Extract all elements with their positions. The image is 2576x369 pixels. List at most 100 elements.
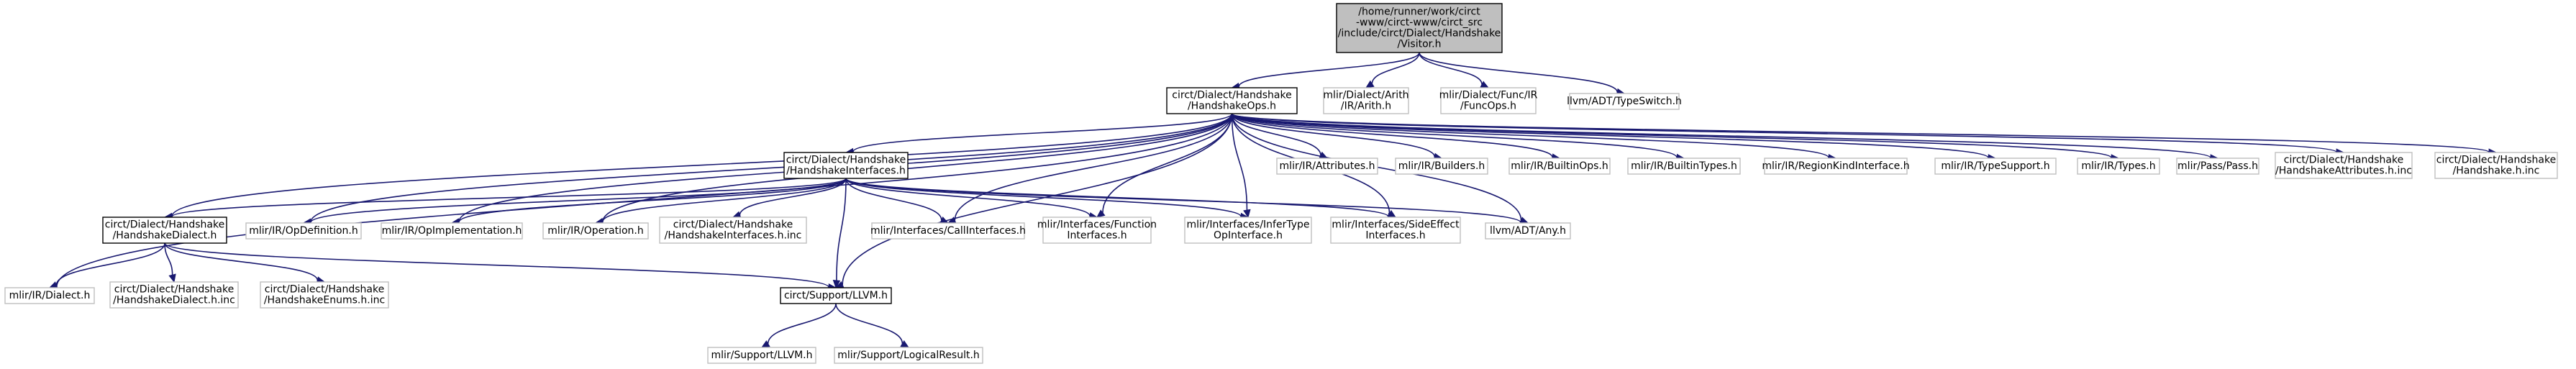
edges-layer bbox=[48, 52, 2498, 348]
node-label-irdialect-line-0: mlir/IR/Dialect.h bbox=[9, 290, 91, 301]
node-mlirllvm: mlir/Support/LLVM.h bbox=[707, 347, 816, 364]
edge-visitor-to-ops bbox=[1238, 52, 1420, 87]
node-box-builtinops bbox=[1508, 158, 1611, 175]
node-label-visitor-line-1: -www/circt-www/circt_src bbox=[1356, 17, 1483, 29]
edge-llvmh-to-mlirllvm bbox=[767, 303, 837, 345]
node-irdialect: mlir/IR/Dialect.h bbox=[4, 287, 95, 304]
node-box-visitor bbox=[1336, 3, 1503, 53]
edge-ifaces-to-funcif bbox=[845, 178, 1091, 217]
node-box-logical bbox=[834, 347, 983, 364]
edge-dialect-to-enumsinc bbox=[164, 242, 319, 281]
node-ops[interactable]: circt/Dialect/Handshake/HandshakeOps.h bbox=[1166, 87, 1298, 114]
node-label-dialect-line-1: /HandshakeDialect.h bbox=[113, 230, 217, 242]
node-label-opimpl-line-0: mlir/IR/OpImplementation.h bbox=[382, 225, 522, 237]
node-builders: mlir/IR/Builders.h bbox=[1395, 158, 1488, 175]
node-label-operation-line-0: mlir/IR/Operation.h bbox=[547, 225, 643, 237]
edge-ops-to-opdef bbox=[310, 113, 1233, 222]
edge-visitor-to-funcops bbox=[1419, 52, 1483, 85]
node-label-infertype-line-1: OpInterface.h bbox=[1214, 230, 1283, 242]
node-label-dialectinc-line-0: circt/Dialect/Handshake bbox=[114, 284, 234, 296]
node-label-arith-line-1: /IR/Arith.h bbox=[1341, 101, 1391, 112]
node-box-operation bbox=[542, 222, 649, 240]
edge-ops-to-typesupport bbox=[1231, 113, 1989, 159]
node-opimpl: mlir/IR/OpImplementation.h bbox=[381, 222, 523, 240]
node-box-dialectinc bbox=[109, 281, 239, 309]
node-label-opdef-line-0: mlir/IR/OpDefinition.h bbox=[249, 225, 358, 237]
node-label-visitor-line-3: /Visitor.h bbox=[1398, 39, 1442, 50]
edge-ops-to-builtinops bbox=[1231, 113, 1553, 158]
edge-ifaces-to-opimpl bbox=[458, 178, 847, 223]
node-label-visitor-line-2: /include/circt/Dialect/Handshake bbox=[1338, 28, 1501, 40]
node-builtintypes: mlir/IR/BuiltinTypes.h bbox=[1627, 158, 1741, 175]
node-label-dialect-line-0: circt/Dialect/Handshake bbox=[105, 219, 224, 231]
node-label-regionkind-line-0: mlir/IR/RegionKindInterface.h bbox=[1762, 160, 1909, 172]
node-llvmh[interactable]: circt/Support/LLVM.h bbox=[780, 287, 892, 304]
node-box-arith bbox=[1323, 87, 1409, 114]
edge-ifaces-to-infertype bbox=[845, 178, 1242, 217]
node-attrinc: circt/Dialect/Handshake/HandshakeAttribu… bbox=[2275, 152, 2413, 179]
node-box-attributes bbox=[1276, 158, 1378, 175]
edge-dialect-to-llvmh bbox=[164, 242, 829, 288]
arrowhead-ifaces-to-llvmh bbox=[832, 280, 841, 289]
edge-dialect-to-dialectinc bbox=[164, 242, 173, 275]
node-ifaces[interactable]: circt/Dialect/Handshake/HandshakeInterfa… bbox=[783, 152, 909, 179]
node-box-regionkind bbox=[1764, 158, 1908, 175]
node-label-hsinc-line-0: circt/Dialect/Handshake bbox=[2436, 155, 2556, 166]
edge-ops-to-infertype bbox=[1231, 113, 1248, 211]
node-label-callif-line-0: mlir/Interfaces/CallInterfaces.h bbox=[870, 225, 1026, 237]
node-label-any-line-0: llvm/ADT/Any.h bbox=[1490, 225, 1566, 237]
node-label-mlirllvm-line-0: mlir/Support/LLVM.h bbox=[711, 350, 813, 361]
node-label-funcops-line-0: mlir/Dialect/Func/IR bbox=[1439, 90, 1538, 101]
edge-ops-to-builtintypes bbox=[1231, 113, 1678, 158]
node-box-sideeffect bbox=[1330, 217, 1461, 244]
node-box-irdialect bbox=[4, 287, 95, 304]
node-funcops: mlir/Dialect/Func/IR/FuncOps.h bbox=[1439, 87, 1538, 114]
node-box-dialect bbox=[102, 217, 227, 244]
node-label-hsinc-line-1: /Handshake.h.inc bbox=[2453, 165, 2540, 177]
node-box-types bbox=[2077, 158, 2160, 175]
node-label-typesupport-line-0: mlir/IR/TypeSupport.h bbox=[1941, 160, 2049, 172]
node-box-opdef bbox=[245, 222, 362, 240]
node-logical: mlir/Support/LogicalResult.h bbox=[834, 347, 983, 364]
node-label-attrinc-line-0: circt/Dialect/Handshake bbox=[2284, 155, 2403, 166]
node-label-ifaces-line-1: /HandshakeInterfaces.h bbox=[786, 165, 906, 177]
edge-ops-to-types bbox=[1231, 113, 2112, 159]
edge-dialect-to-irdialect bbox=[55, 242, 165, 286]
node-enumsinc: circt/Dialect/Handshake/HandshakeEnums.h… bbox=[260, 281, 389, 309]
node-label-builtintypes-line-0: mlir/IR/BuiltinTypes.h bbox=[1631, 160, 1737, 172]
node-any: llvm/ADT/Any.h bbox=[1485, 222, 1571, 240]
node-box-attrinc bbox=[2275, 152, 2413, 179]
node-builtinops: mlir/IR/BuiltinOps.h bbox=[1508, 158, 1611, 175]
edge-ops-to-callif bbox=[954, 113, 1233, 221]
node-arith: mlir/Dialect/Arith/IR/Arith.h bbox=[1323, 87, 1409, 114]
node-typesupport: mlir/IR/TypeSupport.h bbox=[1934, 158, 2057, 175]
node-label-funcif-line-0: mlir/Interfaces/Function bbox=[1037, 219, 1157, 231]
node-visitor[interactable]: /home/runner/work/circt-www/circt-www/ci… bbox=[1336, 3, 1503, 53]
node-label-sideeffect-line-0: mlir/Interfaces/SideEffect bbox=[1332, 219, 1460, 231]
node-label-enumsinc-line-1: /HandshakeEnums.h.inc bbox=[264, 295, 385, 306]
node-opdef: mlir/IR/OpDefinition.h bbox=[245, 222, 362, 240]
node-dialect[interactable]: circt/Dialect/Handshake/HandshakeDialect… bbox=[102, 217, 227, 244]
node-label-enumsinc-line-0: circt/Dialect/Handshake bbox=[265, 284, 384, 296]
node-box-ifaces bbox=[783, 152, 909, 179]
node-box-funcif bbox=[1042, 217, 1152, 244]
node-label-ifaces-line-0: circt/Dialect/Handshake bbox=[786, 155, 906, 166]
node-label-pass-line-0: mlir/Pass/Pass.h bbox=[2177, 160, 2258, 172]
node-label-ifacesinc-line-1: /HandshakeInterfaces.h.inc bbox=[665, 230, 802, 242]
node-label-ifacesinc-line-0: circt/Dialect/Handshake bbox=[673, 219, 793, 231]
edge-ifaces-to-opdef bbox=[310, 178, 847, 223]
edge-ops-to-irdialect bbox=[56, 113, 1233, 287]
arrowhead-ops-to-funcif bbox=[1096, 209, 1106, 218]
edge-ifaces-to-llvmh bbox=[836, 178, 847, 281]
node-label-logical-line-0: mlir/Support/LogicalResult.h bbox=[837, 350, 980, 361]
node-callif: mlir/Interfaces/CallInterfaces.h bbox=[870, 222, 1026, 240]
node-box-llvmh bbox=[780, 287, 892, 304]
node-box-hsinc bbox=[2434, 152, 2558, 179]
edge-ops-to-builders bbox=[1231, 113, 1436, 158]
node-box-builders bbox=[1395, 158, 1488, 175]
edge-visitor-to-typeswitch bbox=[1419, 52, 1618, 93]
